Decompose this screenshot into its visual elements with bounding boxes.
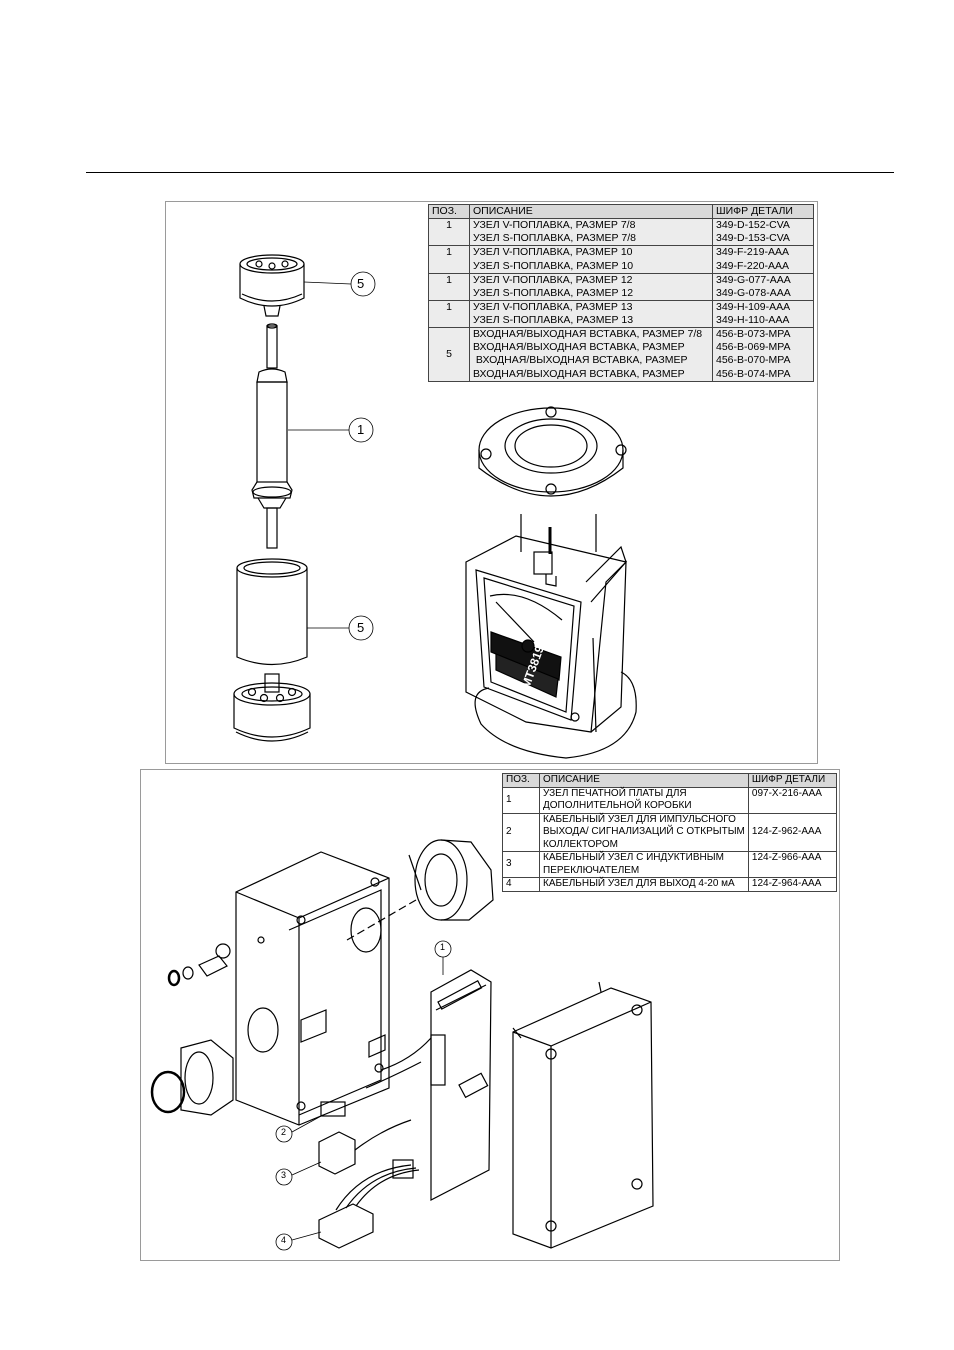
meter-indicator-housing <box>465 527 628 733</box>
col-pos-header: ПОЗ. <box>502 773 540 788</box>
callout-lower-insert: 5 <box>357 620 365 635</box>
upper-insert <box>239 254 305 317</box>
row-desc: ПЕРЕКЛЮЧАТЕЛЕМ <box>543 864 640 876</box>
junction-box <box>235 851 390 1126</box>
meter-bottom-flange <box>474 671 637 759</box>
row-code: 456-B-073-MPA <box>716 328 791 341</box>
col-pos-header: ПОЗ. <box>428 203 470 220</box>
row-desc: УЗЕЛ S-ПОПЛАВКА, РАЗМЕР 10 <box>473 259 634 272</box>
row-code: 349-F-219-AAA <box>716 246 789 259</box>
row-pos: 1 <box>428 272 470 301</box>
table-row: 3 КАБЕЛЬНЫЙ УЗЕЛ С ИНДУКТИВНЫМ ПЕРЕКЛЮЧА… <box>502 851 838 878</box>
terminal-block <box>318 1159 420 1249</box>
row-code: 124-Z-964-AAA <box>747 877 838 892</box>
row-pos: 3 <box>502 851 540 878</box>
table-row: 1 УЗЕЛ V-ПОПЛАВКА, РАЗМЕР 7/8 УЗЕЛ S-ПОП… <box>428 218 814 247</box>
row-desc: УЗЕЛ S-ПОПЛАВКА, РАЗМЕР 12 <box>473 286 634 299</box>
row-code: 349-F-220-AAA <box>716 259 789 272</box>
row-code: 124-Z-966-AAA <box>747 851 838 878</box>
meter-top-flange <box>478 406 627 497</box>
row-code: 349-H-110-AAA <box>716 314 790 326</box>
row-code: 456-B-070-MPA <box>716 354 791 367</box>
row-code: 349-D-152-CVA <box>716 219 790 232</box>
table-row: 4 КАБЕЛЬНЫЙ УЗЕЛ ДЛЯ ВЫХОД 4-20 мА 124-Z… <box>502 877 838 892</box>
float-part <box>251 323 293 549</box>
junction-box-figure: 1 2 3 4 ПОЗ. ОПИСАНИЕ ШИФР ДЕТАЛИ 1 УЗЕЛ… <box>140 769 840 1261</box>
row-desc: КАБЕЛЬНЫЙ УЗЕЛ ДЛЯ ВЫХОД 4-20 мА <box>543 878 735 889</box>
row-desc: КОЛЛЕКТОРОМ <box>543 838 618 850</box>
table-row: 1 УЗЕЛ V-ПОПЛАВКА, РАЗМЕР 10 УЗЕЛ S-ПОПЛ… <box>428 245 814 274</box>
cable-assembly-2 <box>320 1037 432 1117</box>
row-pos: 5 <box>428 327 470 382</box>
table-row: 1 УЗЕЛ V-ПОПЛАВКА, РАЗМЕР 12 УЗЕЛ S-ПОПЛ… <box>428 272 814 301</box>
junction-box-drawing <box>150 839 654 1251</box>
row-pos: 1 <box>428 299 470 329</box>
table-row: 5 ВХОДНАЯ/ВЫХОДНАЯ ВСТАВКА, РАЗМЕР 7/8 В… <box>428 327 814 382</box>
lower-insert <box>233 673 311 742</box>
row-pos: 4 <box>502 877 540 892</box>
callout-cable-inductive: 3 <box>281 1170 287 1180</box>
row-pos: 1 <box>428 218 470 247</box>
row-desc: ВХОДНАЯ/ВЫХОДНАЯ ВСТАВКА, РАЗМЕР 7/8 <box>473 328 703 341</box>
cover-plate <box>512 981 654 1249</box>
pcb-board <box>430 969 492 1201</box>
callout-float: 1 <box>357 422 365 437</box>
row-code: 097-X-216-AAA <box>747 786 838 814</box>
callout-upper-insert: 5 <box>357 276 365 291</box>
col-desc-header: ОПИСАНИЕ <box>469 203 713 220</box>
cable-gland-lower <box>150 1039 234 1116</box>
row-desc: КАБЕЛЬНЫЙ УЗЕЛ С ИНДУКТИВНЫМ <box>543 852 724 863</box>
inductive-switch <box>318 1119 412 1175</box>
row-desc: УЗЕЛ S-ПОПЛАВКА, РАЗМЕР 13 <box>473 314 634 326</box>
row-desc: КАБЕЛЬНЫЙ УЗЕЛ ДЛЯ ИМПУЛЬСНОГО <box>543 813 736 825</box>
table-header-row: ПОЗ. ОПИСАНИЕ ШИФР ДЕТАЛИ <box>428 203 814 220</box>
row-desc: УЗЕЛ V-ПОПЛАВКА, РАЗМЕР 10 <box>473 246 633 259</box>
float-assembly-drawing: MT3819 <box>233 254 637 759</box>
row-code: 349-G-078-AAA <box>716 286 791 299</box>
table-header-row: ПОЗ. ОПИСАНИЕ ШИФР ДЕТАЛИ <box>502 773 838 788</box>
row-desc: УЗЕЛ V-ПОПЛАВКА, РАЗМЕР 12 <box>473 273 633 286</box>
row-desc: УЗЕЛ V-ПОПЛАВКА, РАЗМЕР 7/8 <box>473 219 636 232</box>
col-desc-header: ОПИСАНИЕ <box>539 773 749 788</box>
row-code: 456-B-069-MPA <box>716 341 791 354</box>
header-rule <box>86 172 894 173</box>
screw <box>167 943 231 987</box>
callout-cable-pulse: 2 <box>281 1127 287 1137</box>
row-pos: 2 <box>502 812 540 852</box>
callout-cable-4-20: 4 <box>281 1235 287 1245</box>
table-row: 2 КАБЕЛЬНЫЙ УЗЕЛ ДЛЯ ИМПУЛЬСНОГО ВЫХОДА/… <box>502 812 838 852</box>
row-desc: ВХОДНАЯ/ВЫХОДНАЯ ВСТАВКА, РАЗМЕР <box>473 367 685 380</box>
junction-box-parts-table: ПОЗ. ОПИСАНИЕ ШИФР ДЕТАЛИ 1 УЗЕЛ ПЕЧАТНО… <box>502 773 838 892</box>
row-desc: ДОПОЛНИТЕЛЬНОЙ КОРОБКИ <box>543 800 692 811</box>
row-code: 456-B-074-MPA <box>716 367 791 380</box>
row-code: 349-G-077-AAA <box>716 273 791 286</box>
row-desc: ВХОДНАЯ/ВЫХОДНАЯ ВСТАВКА, РАЗМЕР <box>473 341 685 354</box>
row-code: 349-D-153-CVA <box>716 232 790 245</box>
table-row: 1 УЗЕЛ ПЕЧАТНОЙ ПЛАТЫ ДЛЯ ДОПОЛНИТЕЛЬНОЙ… <box>502 786 838 814</box>
row-code: 124-Z-962-AAA <box>747 812 838 852</box>
row-pos: 1 <box>502 786 540 814</box>
row-code: 349-H-109-AAA <box>716 300 791 313</box>
row-desc: УЗЕЛ V-ПОПЛАВКА, РАЗМЕР 13 <box>473 300 633 313</box>
row-desc: ВХОДНАЯ/ВЫХОДНАЯ ВСТАВКА, РАЗМЕР <box>473 354 688 367</box>
col-code-header: ШИФР ДЕТАЛИ <box>712 203 814 220</box>
row-desc: ВЫХОДА/ СИГНАЛИЗАЦИЙ С ОТКРЫТЫМ <box>543 826 745 837</box>
row-desc: УЗЕЛ S-ПОПЛАВКА, РАЗМЕР 7/8 <box>473 232 637 245</box>
cable-gland-upper <box>346 839 494 941</box>
lower-insert-tube <box>236 558 308 666</box>
float-assembly-figure: MT3819 5 1 5 ПОЗ. ОПИСАНИЕ ШИФР ДЕТАЛИ 1… <box>165 201 818 764</box>
col-code-header: ШИФР ДЕТАЛИ <box>747 773 838 788</box>
callout-pcb: 1 <box>440 942 446 952</box>
float-parts-table: ПОЗ. ОПИСАНИЕ ШИФР ДЕТАЛИ 1 УЗЕЛ V-ПОПЛА… <box>428 203 814 382</box>
row-pos: 1 <box>428 245 470 274</box>
meter-pipe <box>520 514 597 733</box>
row-desc: УЗЕЛ ПЕЧАТНОЙ ПЛАТЫ ДЛЯ <box>543 787 687 799</box>
table-row: 1 УЗЕЛ V-ПОПЛАВКА, РАЗМЕР 13 УЗЕЛ S-ПОПЛ… <box>428 299 814 329</box>
